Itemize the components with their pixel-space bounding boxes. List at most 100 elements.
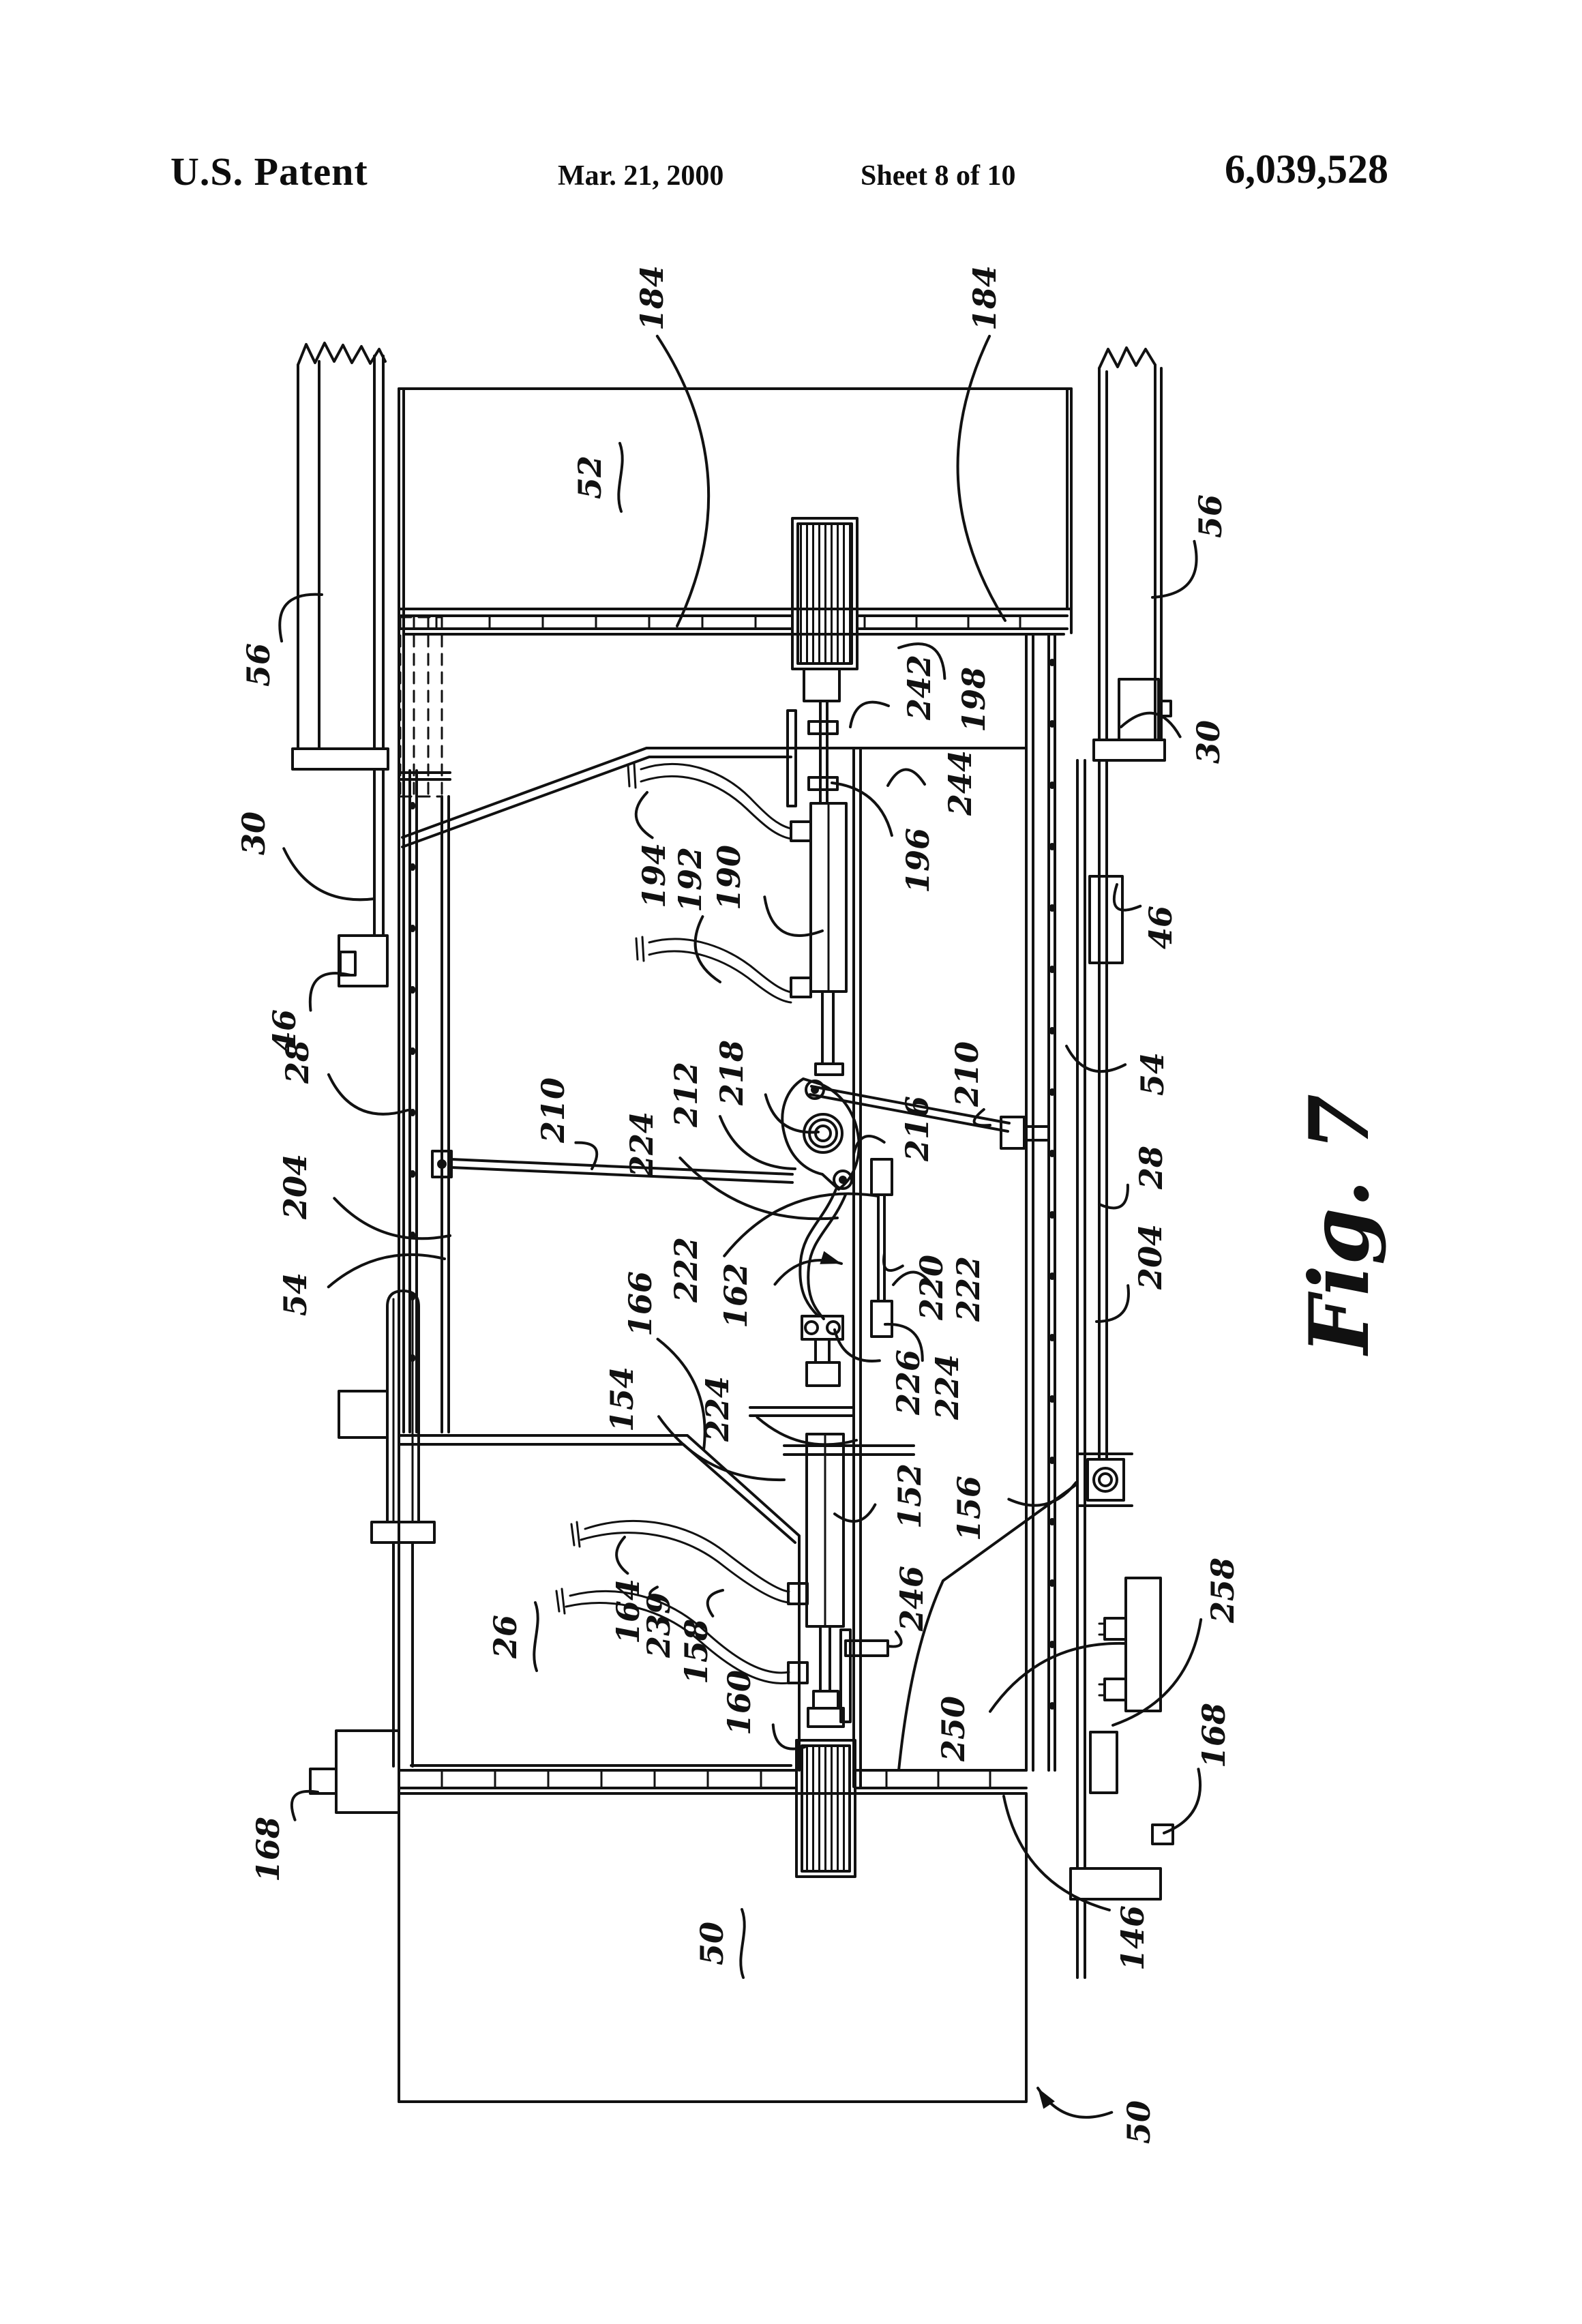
ref-label-239: 239 [640, 1592, 677, 1658]
ref-label-30: 30 [1190, 720, 1227, 764]
leader-line-250 [989, 1641, 1126, 1713]
hydraulic-cylinder-upper [790, 802, 848, 1076]
ref-label-168: 168 [1195, 1703, 1232, 1768]
ref-label-218: 218 [713, 1040, 750, 1106]
ref-label-242: 242 [901, 655, 938, 721]
leader-line-184 [956, 334, 1006, 622]
ref-label-210: 210 [535, 1077, 571, 1144]
ref-label-50: 50 [693, 1922, 730, 1965]
ref-label-220: 220 [913, 1255, 950, 1321]
hidden-dashed-panel [399, 616, 443, 798]
frame-box-50 [398, 1792, 1028, 2103]
ref-label-146: 146 [1114, 1905, 1151, 1971]
bell-crank-pivot [781, 1077, 861, 1387]
hydraulic-hoses-upper [627, 762, 792, 1004]
ref-label-244: 244 [942, 750, 979, 816]
leader-line-222 [723, 1192, 880, 1257]
leader-line-56 [1151, 539, 1198, 599]
ref-label-184: 184 [633, 265, 670, 331]
leader-line-166 [656, 1337, 706, 1451]
ref-label-54: 54 [1134, 1052, 1171, 1096]
ref-label-30: 30 [235, 811, 272, 855]
ref-underline-52 [617, 442, 624, 513]
drive-motor-upper [786, 517, 859, 807]
patent-number: 6,039,528 [1225, 147, 1388, 192]
ref-label-192: 192 [672, 847, 708, 912]
ref-label-162: 162 [717, 1263, 754, 1328]
leader-line-224 [884, 1322, 924, 1362]
ref-label-246: 246 [893, 1566, 930, 1632]
leader-line-216 [852, 1135, 886, 1155]
ref-label-56: 56 [1192, 494, 1229, 538]
ref-label-204: 204 [1132, 1224, 1169, 1290]
leader-line-154 [657, 1415, 786, 1482]
top-deck-rail [398, 608, 1073, 636]
frame-box-26 [309, 1290, 801, 1814]
leader-line-56 [278, 593, 323, 643]
leader-line-224 [756, 1416, 858, 1446]
ref-underline-50 [739, 1908, 746, 1979]
leader-line-222 [892, 1270, 935, 1289]
ref-label-152: 152 [891, 1463, 928, 1529]
leader-line-258 [1111, 1618, 1203, 1727]
leader-line-46 [308, 972, 352, 1012]
leader-line-239 [648, 1585, 660, 1601]
leader-line-160 [771, 1723, 806, 1751]
ref-label-196: 196 [899, 828, 936, 893]
ref-label-258: 258 [1204, 1558, 1241, 1624]
leader-line-220 [882, 1252, 904, 1272]
ref-label-52: 52 [571, 456, 608, 499]
leader-arrowhead-162 [820, 1251, 841, 1264]
leader-line-210 [972, 1107, 991, 1127]
sheet-info: Sheet 8 of 10 [861, 160, 1016, 192]
leader-line-46 [1112, 883, 1142, 912]
leader-line-164 [615, 1536, 629, 1575]
ref-label-154: 154 [603, 1367, 640, 1432]
leader-line-224 [678, 1156, 839, 1221]
patent-date: Mar. 21, 2000 [558, 160, 724, 192]
ref-label-166: 166 [622, 1271, 659, 1337]
leader-line-244 [886, 768, 927, 787]
ref-label-56: 56 [240, 643, 277, 687]
leader-line-168 [290, 1789, 319, 1821]
ref-label-160: 160 [721, 1670, 758, 1735]
ref-label-190: 190 [711, 845, 747, 910]
bearing-block [1076, 1452, 1133, 1507]
ref-label-216: 216 [899, 1096, 936, 1162]
ref-label-198: 198 [955, 667, 992, 732]
ref-label-222: 222 [950, 1256, 987, 1322]
leader-line-196 [831, 781, 893, 837]
ref-label-28: 28 [1133, 1146, 1169, 1190]
leader-line-198 [897, 642, 946, 680]
bracket-rail-center [870, 1158, 893, 1338]
leader-line-242 [849, 700, 890, 728]
right-mid-rail [1000, 633, 1086, 1870]
ref-label-194: 194 [636, 843, 672, 908]
ref-label-210: 210 [949, 1041, 985, 1107]
ref-label-226: 226 [890, 1350, 927, 1416]
ref-label-184: 184 [966, 265, 1003, 331]
leader-line-212 [718, 1115, 796, 1170]
leader-line-146 [1002, 1795, 1111, 1911]
leader-line-218 [764, 1093, 820, 1134]
ref-label-28: 28 [279, 1040, 316, 1084]
leader-line-158 [706, 1589, 724, 1618]
bottom-deck-rail [398, 1764, 1028, 1789]
main-frame [398, 747, 1077, 1788]
leader-arrowhead-50 [1038, 2088, 1055, 2109]
ref-label-156: 156 [951, 1476, 987, 1541]
leader-line-28 [327, 1073, 409, 1116]
leader-line-54 [1065, 1045, 1127, 1073]
leader-line-184 [655, 334, 711, 627]
leader-line-194 [634, 791, 654, 839]
hydraulic-cylinder-lower [783, 1433, 915, 1728]
leader-line-246 [886, 1630, 903, 1648]
leader-lines [278, 334, 1203, 2119]
tie-rod [431, 1085, 1011, 1184]
ref-label-50: 50 [1120, 2100, 1157, 2144]
right-guide-rail [1088, 346, 1172, 1461]
figure-label: Fig. 7 [1292, 1094, 1388, 1356]
ref-label-46: 46 [266, 1009, 303, 1053]
